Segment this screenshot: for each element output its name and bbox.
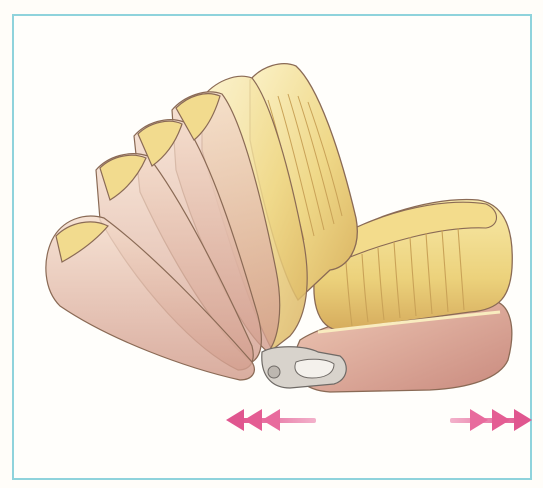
triple-left-arrow-icon [226,409,316,431]
backrest-recline-positions [46,76,307,380]
triple-right-arrow-icon [450,409,532,431]
